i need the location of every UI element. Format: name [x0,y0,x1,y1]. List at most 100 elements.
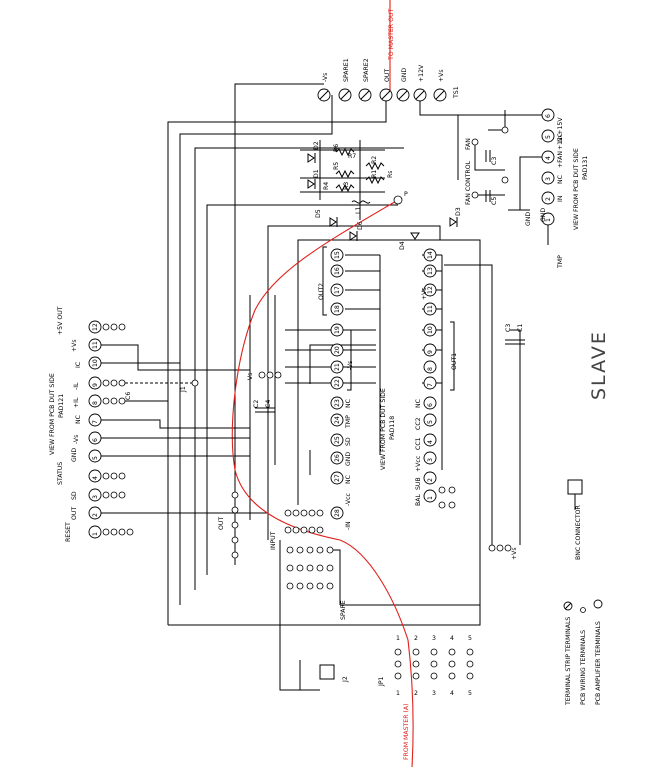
pad121-label: STATUS [57,462,64,485]
gnd-label: GND [540,208,547,222]
svg-text:21: 21 [334,363,341,371]
svg-text:23: 23 [334,399,341,407]
pad118-lower-label: BAL [415,494,422,506]
svg-text:20: 20 [334,346,341,354]
svg-text:7: 7 [427,383,434,387]
pad118-upper-pin: 22 [330,376,344,390]
label-c2: C2 [253,400,260,408]
jp2-number: 1 [396,690,400,697]
label-d2: D2 [313,141,320,150]
pad118-upper-pin: 15 [330,248,344,262]
jp2-number: 4 [450,635,454,642]
svg-text:24: 24 [334,416,341,424]
pad121-label: RESET [65,522,72,542]
label-d4: D4 [399,241,406,250]
svg-text:18: 18 [334,305,341,313]
header-label-spare2: SPARE2 [363,58,370,82]
terminal-groups: OUT INPUT SPARE +Vs GND [218,208,547,620]
out2-label: OUT2 [318,283,325,300]
pad118-rail-label: +Vs [421,287,428,300]
pad118-upper-pin: 17 [330,283,344,297]
label-r6: R6 [333,144,340,152]
svg-text:22: 22 [334,379,341,387]
pad121-label: -IL [73,382,80,390]
label-r2: R2 [371,156,378,164]
input-group-label: INPUT [270,531,277,550]
pad118-lower-pin: 8 [423,360,437,374]
bnc-connector: BNC CONNECTOR [567,479,583,560]
label-l1: L1 [355,207,362,214]
pad118-upper-pin: 21 [330,360,344,374]
header-label-neg-vs: -Vs [322,73,329,82]
pad118-lower-label: +Vcc [415,455,422,472]
label-c5: C3 [491,157,498,165]
header-terminal-strip: -Vs SPARE1 SPARE2 OUT GND +12V +Vs TS1 T… [317,9,460,102]
pos-vs-label: +Vs [511,547,518,560]
svg-text:8: 8 [92,401,99,405]
component-network: R7 R6 R5 R4 R3 R2 R1 D1 D2 D3 D4 D5 D6 L… [300,140,462,250]
pad118: 15 16 17 18 19 20 21 22 23 24 25 26 27 2… [318,246,458,530]
pad121-label: +Vs [71,339,78,352]
svg-text:5: 5 [545,135,552,139]
from-master-label: FROM MASTER (A) [403,703,410,760]
label-c4: C4 [265,400,272,408]
label-d3: D3 [455,207,462,216]
jp2-number: 5 [468,635,472,642]
label-jp2: JP1 [378,676,385,687]
pad118-lower-pin: 5 [423,413,437,427]
svg-text:27: 27 [334,474,341,482]
diagram-title: SLAVE [588,330,610,400]
svg-text:9: 9 [427,350,434,354]
svg-text:3: 3 [427,458,434,462]
svg-text:2: 2 [92,513,99,517]
svg-text:9: 9 [92,383,99,387]
board-wiring [100,83,545,691]
svg-text:3: 3 [545,177,552,181]
header-label-12v: +12V [418,64,425,82]
legend-label-terminal-strip: TERMINAL STRIP TERMINALS [565,617,572,706]
spare-group-label: SPARE [340,600,347,620]
pad118-upper-pin: 19 [330,323,344,337]
svg-text:25: 25 [334,436,341,444]
pad118-upper-pin: 16 [330,264,344,278]
svg-text:10: 10 [427,326,434,334]
svg-text:13: 13 [427,267,434,275]
pad118-upper-label: -Vcc [345,492,352,506]
pad131-label: +FAN [557,151,564,168]
svg-text:1: 1 [545,218,552,222]
svg-text:1: 1 [427,496,434,500]
pad118-upper-label: -IN [345,521,352,530]
svg-text:10: 10 [92,359,99,367]
jp2-number: 2 [414,690,418,697]
pad118-lower-label: CC2 [415,417,422,430]
pad121-caption: VIEW FROM PCB DUT SIDE [49,373,56,455]
pad118-lower-pin: 14 [423,248,437,262]
jumpers: J2 JP1 1 2 3 4 5 1 2 3 4 5 FROM MASTER (… [319,635,474,760]
svg-text:15: 15 [334,251,341,259]
pad118-upper-pin: 20 [330,343,344,357]
svg-text:8: 8 [427,367,434,371]
fan-label: FAN [465,138,472,150]
pad118-lower-label: NC [415,399,422,408]
pad118-upper-label: NC [345,399,352,408]
svg-text:26: 26 [334,454,341,462]
label-j1: C6 [125,392,132,400]
header-label-out: OUT [384,69,391,82]
tmp-label: TMP [557,255,564,269]
label-r3: R3 [343,182,350,190]
pad118-lower-pin: 6 [423,396,437,410]
label-r5: R5 [333,162,340,170]
pad118-upper-pin: 24 [330,413,344,427]
pad121-pin: 11+Vs [71,338,102,352]
bnc-label: BNC CONNECTOR [575,505,582,560]
fan-control-label: FAN CONTROL [465,160,472,205]
pad121-label: IC [75,362,82,368]
to-master-label: TO MASTER OUT [388,9,395,61]
label-c3: C3 [505,324,512,332]
label-r7: R7 [348,153,356,160]
terminal-strip-terminal [433,88,447,102]
